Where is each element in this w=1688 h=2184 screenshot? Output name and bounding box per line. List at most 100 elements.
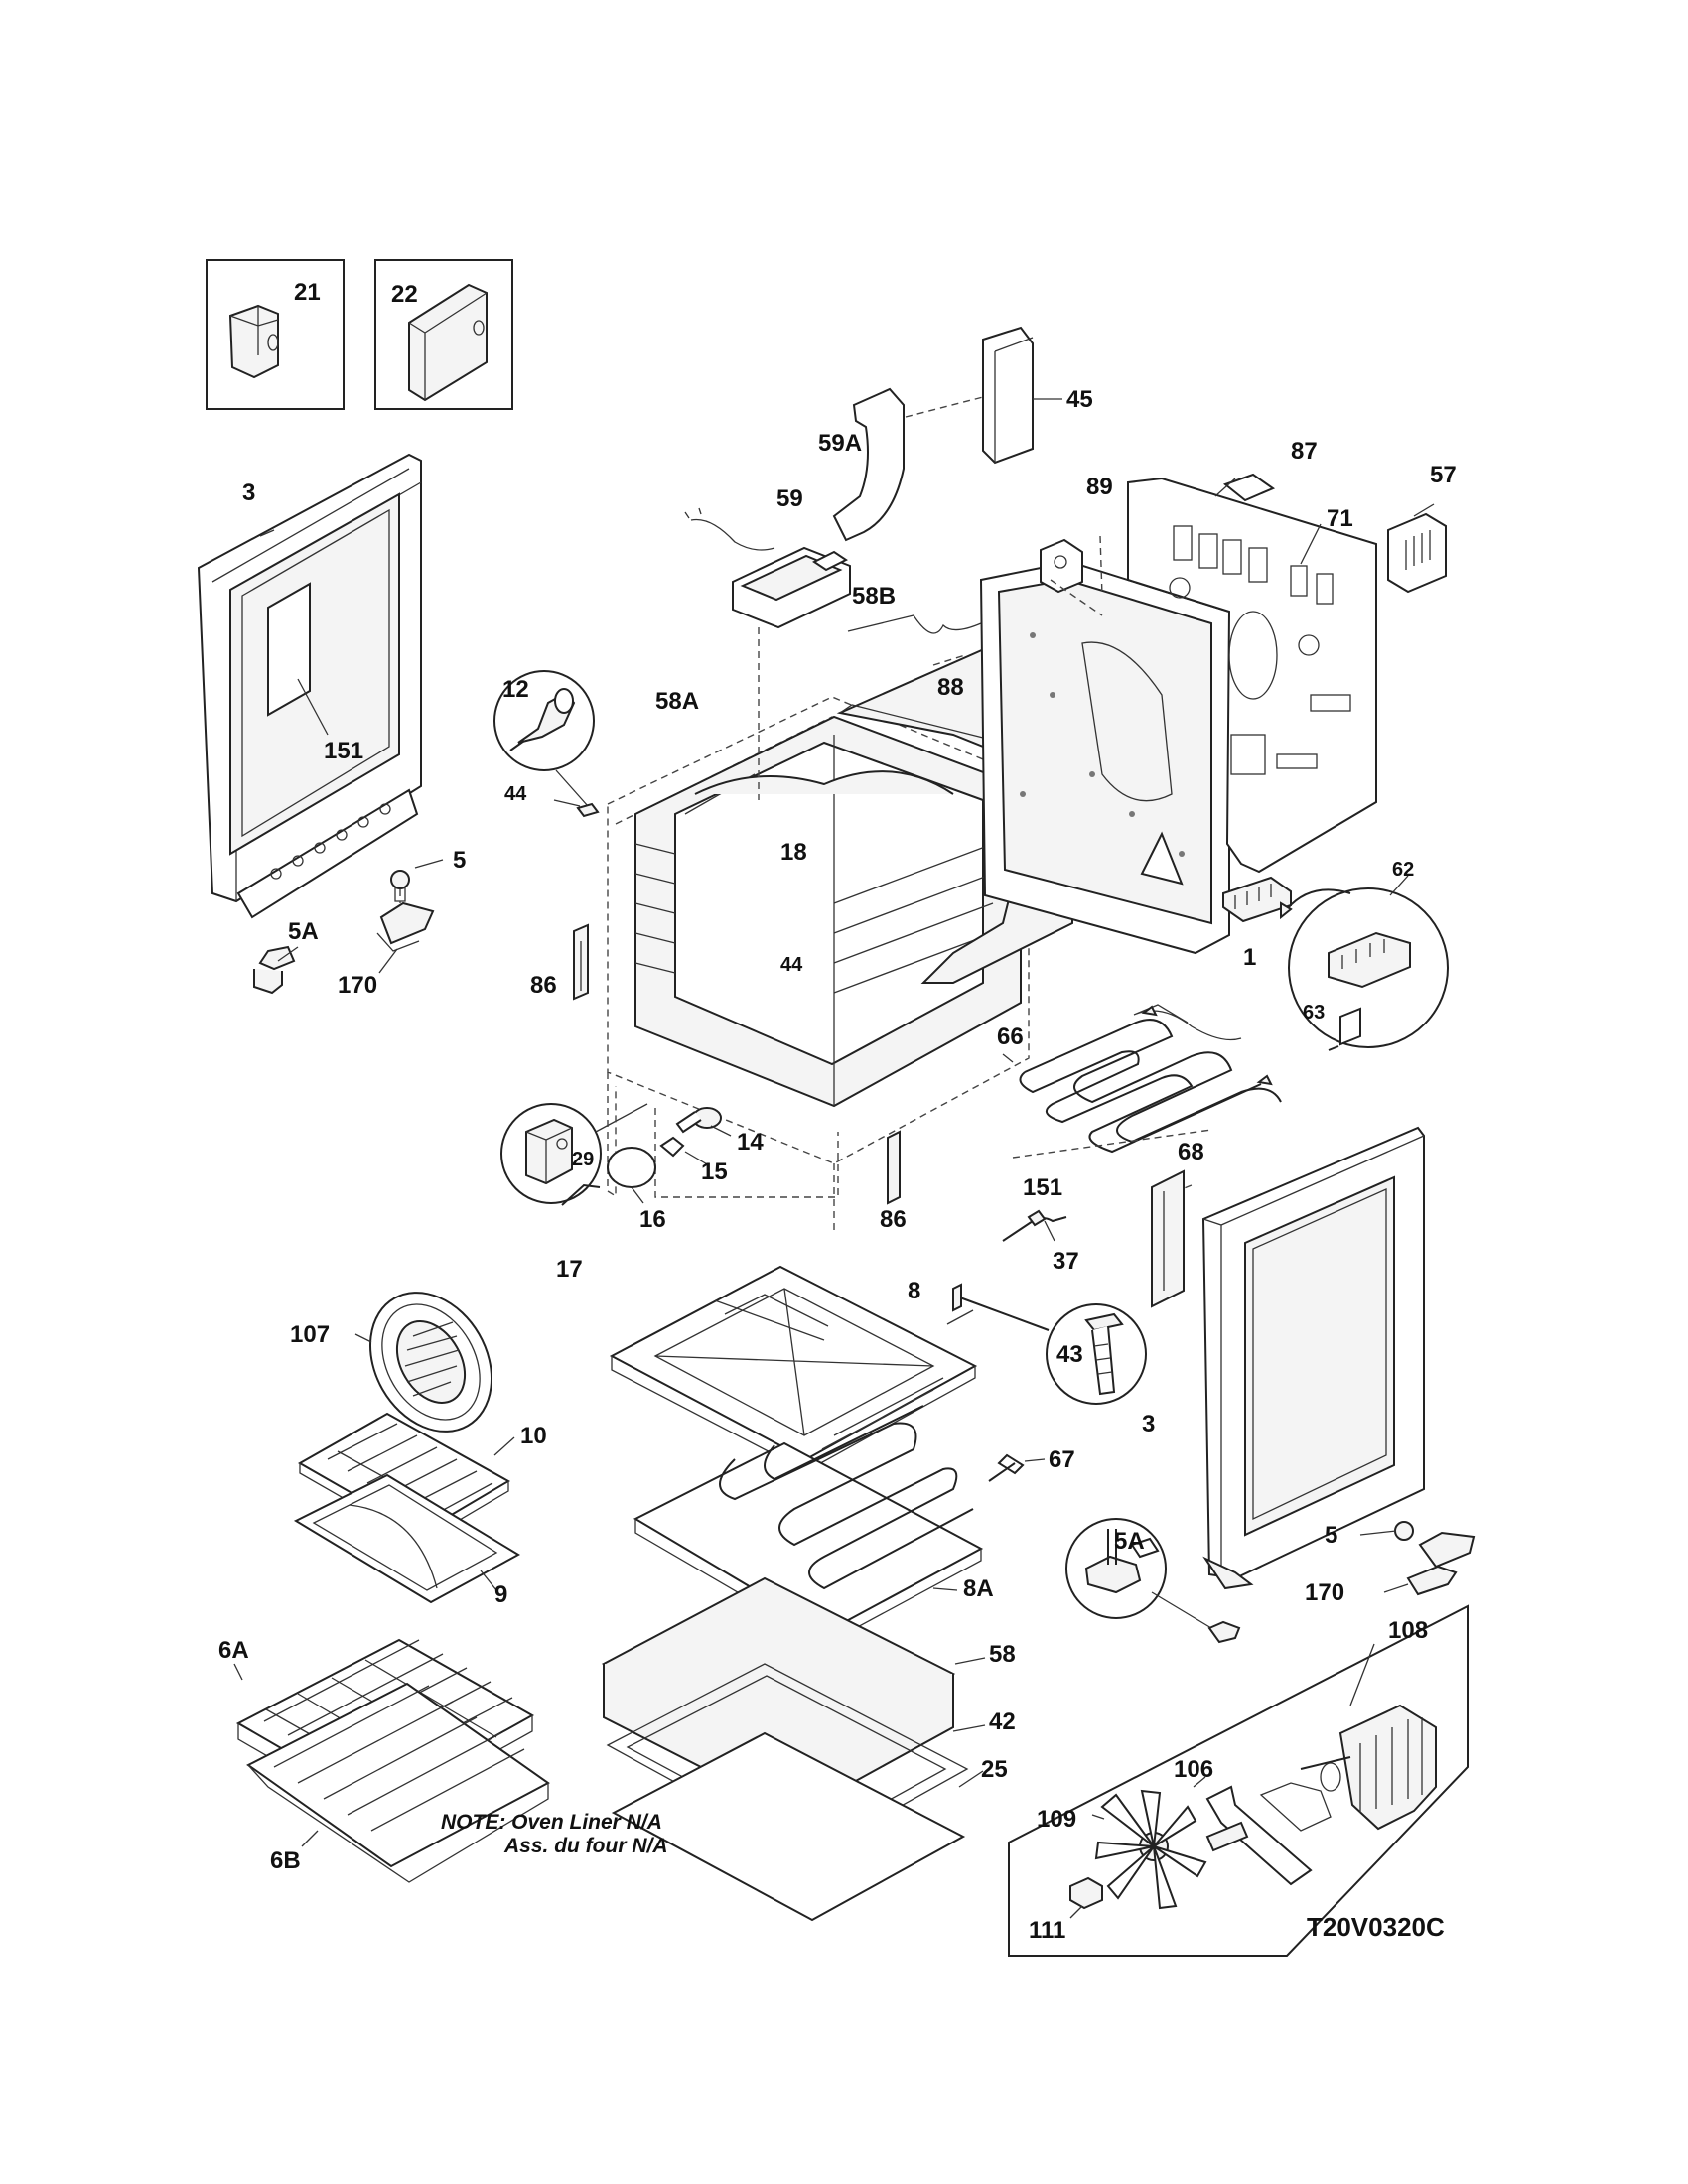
label-57: 57 bbox=[1430, 462, 1457, 488]
rear-frame bbox=[979, 560, 1230, 955]
note-line-1: NOTE: Oven Liner N/A bbox=[441, 1811, 662, 1834]
label-18: 18 bbox=[780, 839, 807, 866]
part-labels: 21 22 45 59A 59 89 87 57 71 3 151 12 44 … bbox=[218, 279, 1457, 1944]
lamp-lens bbox=[607, 1147, 656, 1188]
side-panel-right bbox=[1201, 1126, 1425, 1590]
inset-part-5a-right bbox=[1065, 1518, 1167, 1619]
label-59a: 59A bbox=[818, 430, 862, 457]
bracket-89 bbox=[1040, 538, 1083, 594]
label-22: 22 bbox=[391, 281, 418, 308]
oven-cavity bbox=[607, 696, 1030, 1231]
inset-part-43 bbox=[1046, 1303, 1147, 1405]
label-5a-right: 5A bbox=[1114, 1528, 1145, 1555]
note-line-2: Ass. du four N/A bbox=[503, 1835, 668, 1857]
label-3-right: 3 bbox=[1142, 1411, 1155, 1437]
label-29: 29 bbox=[572, 1149, 594, 1170]
fan-nut-111 bbox=[1069, 1876, 1103, 1910]
label-16: 16 bbox=[639, 1206, 666, 1233]
label-44-b: 44 bbox=[780, 954, 803, 976]
label-8: 8 bbox=[908, 1278, 920, 1304]
lamp-clip bbox=[561, 1183, 601, 1206]
oven-rack-6b bbox=[246, 1682, 550, 1883]
label-42: 42 bbox=[989, 1708, 1016, 1735]
label-87: 87 bbox=[1291, 438, 1318, 465]
label-14: 14 bbox=[737, 1129, 764, 1156]
label-151-right: 151 bbox=[1023, 1174, 1062, 1201]
label-86-b: 86 bbox=[880, 1206, 907, 1233]
oven-door-left bbox=[197, 453, 422, 919]
label-67: 67 bbox=[1049, 1446, 1075, 1473]
oven-bottom-8 bbox=[609, 1265, 978, 1472]
label-89: 89 bbox=[1086, 474, 1113, 500]
label-1: 1 bbox=[1243, 944, 1256, 971]
label-3-left: 3 bbox=[242, 479, 255, 506]
label-43: 43 bbox=[1056, 1341, 1083, 1368]
label-106: 106 bbox=[1174, 1756, 1213, 1783]
vent-duct bbox=[832, 387, 905, 542]
fan-motor-108 bbox=[1300, 1704, 1437, 1831]
label-5-right: 5 bbox=[1325, 1522, 1337, 1549]
label-58b: 58B bbox=[852, 583, 896, 610]
label-62: 62 bbox=[1392, 859, 1414, 881]
label-107: 107 bbox=[290, 1321, 330, 1348]
rail-151-right bbox=[1151, 1169, 1185, 1308]
panel-25 bbox=[611, 1731, 966, 1922]
label-9: 9 bbox=[494, 1581, 507, 1608]
element-sensor-67 bbox=[988, 1453, 1025, 1482]
fan-cover-107 bbox=[369, 1292, 492, 1433]
label-88: 88 bbox=[937, 674, 964, 701]
inset-part-62 bbox=[1288, 887, 1449, 1051]
label-68: 68 bbox=[1178, 1139, 1204, 1165]
panel-bracket-87 bbox=[1222, 473, 1276, 502]
label-45: 45 bbox=[1066, 386, 1093, 413]
label-10: 10 bbox=[520, 1423, 547, 1449]
panel-cover-57 bbox=[1387, 512, 1447, 594]
bracket-86-left bbox=[573, 923, 589, 1001]
hinge-receptacle-left bbox=[253, 870, 435, 995]
label-71: 71 bbox=[1327, 505, 1353, 532]
label-25: 25 bbox=[981, 1756, 1008, 1783]
label-151-left: 151 bbox=[324, 738, 363, 764]
label-21: 21 bbox=[294, 279, 321, 306]
convection-housing bbox=[684, 507, 851, 629]
label-170-left: 170 bbox=[338, 972, 377, 999]
label-170-right: 170 bbox=[1305, 1579, 1344, 1606]
label-6a: 6A bbox=[218, 1637, 249, 1664]
vent-channel bbox=[982, 326, 1034, 465]
inset-part-22 bbox=[374, 259, 513, 410]
label-12: 12 bbox=[502, 676, 529, 703]
label-66: 66 bbox=[997, 1024, 1024, 1050]
diagram-code: T20V0320C bbox=[1307, 1912, 1445, 1942]
label-63: 63 bbox=[1303, 1002, 1325, 1024]
label-15: 15 bbox=[701, 1159, 728, 1185]
bracket-86-right bbox=[887, 1130, 901, 1205]
label-58: 58 bbox=[989, 1641, 1016, 1668]
inset-part-29 bbox=[500, 1103, 602, 1204]
label-58a: 58A bbox=[655, 688, 699, 715]
label-44-a: 44 bbox=[504, 783, 527, 805]
inset-part-21 bbox=[206, 259, 345, 410]
convection-fan-inset bbox=[1008, 1604, 1469, 1957]
wire-37 bbox=[1002, 1209, 1067, 1242]
fan-blade-109 bbox=[1094, 1789, 1207, 1910]
lamp-receptacle bbox=[675, 1107, 722, 1134]
label-37: 37 bbox=[1053, 1248, 1079, 1275]
broil-pan-9 bbox=[293, 1473, 521, 1604]
broil-element bbox=[1019, 1004, 1282, 1154]
label-5-left: 5 bbox=[453, 847, 466, 874]
label-8a: 8A bbox=[963, 1575, 994, 1602]
label-59: 59 bbox=[776, 485, 803, 512]
label-17: 17 bbox=[556, 1256, 583, 1283]
label-5a-left: 5A bbox=[288, 918, 319, 945]
label-6b: 6B bbox=[270, 1847, 301, 1874]
label-108: 108 bbox=[1388, 1617, 1428, 1644]
label-86-a: 86 bbox=[530, 972, 557, 999]
label-111: 111 bbox=[1029, 1917, 1065, 1944]
back-panel bbox=[1127, 477, 1377, 874]
hinge-hardware-right bbox=[1394, 1521, 1476, 1596]
lamp-bulb bbox=[659, 1136, 685, 1158]
inset-part-12 bbox=[493, 670, 595, 771]
label-109: 109 bbox=[1037, 1806, 1076, 1833]
fan-mount-106 bbox=[1205, 1782, 1332, 1886]
